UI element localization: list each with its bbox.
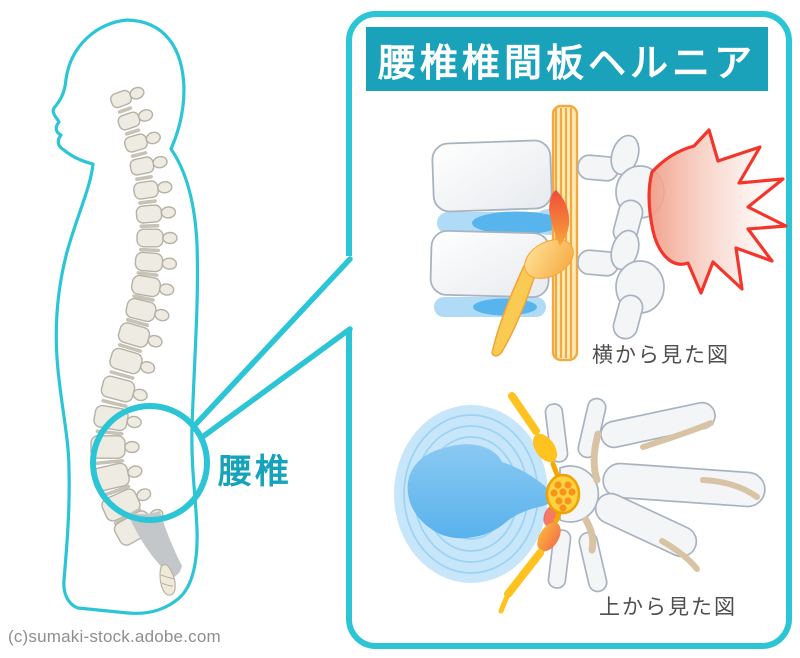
compression-flame <box>549 190 570 246</box>
callout-line-lower <box>198 326 353 441</box>
dural-sac <box>545 473 581 515</box>
title-banner: 腰椎椎間板ヘルニア <box>366 27 768 91</box>
lumbar-highlight-circle <box>90 403 210 523</box>
copyright-watermark: (c)sumaki-stock.adobe.com <box>8 627 221 646</box>
intervertebral-disc-lower <box>434 297 546 317</box>
callout-line-upper <box>193 256 353 427</box>
side-view-caption: 横から見た図 <box>592 344 730 367</box>
nerve-root <box>491 265 537 357</box>
nucleus-upper <box>472 211 562 235</box>
nucleus-protrusion <box>407 444 553 539</box>
nerve-bundle-dots <box>550 481 576 512</box>
spine <box>90 86 178 546</box>
vertebral-body-upper <box>431 139 553 213</box>
nerve-root-upper <box>508 392 561 480</box>
border-gap <box>343 256 355 330</box>
coccyx <box>159 564 176 596</box>
intervertebral-disc-upper <box>437 209 565 235</box>
top-view-caption: 上から見た図 <box>599 596 737 619</box>
herniated-disc <box>491 190 574 357</box>
pain-burst-icon <box>647 128 788 295</box>
side-view-illustration <box>429 104 788 362</box>
top-view-illustration <box>394 392 766 614</box>
lumbar-label: 腰椎 <box>218 453 292 491</box>
body-silhouette-outline <box>51 18 200 615</box>
sacrum <box>127 511 182 596</box>
page-title: 腰椎椎間板ヘルニア <box>377 42 756 85</box>
posterior-elements-lower <box>577 229 665 340</box>
